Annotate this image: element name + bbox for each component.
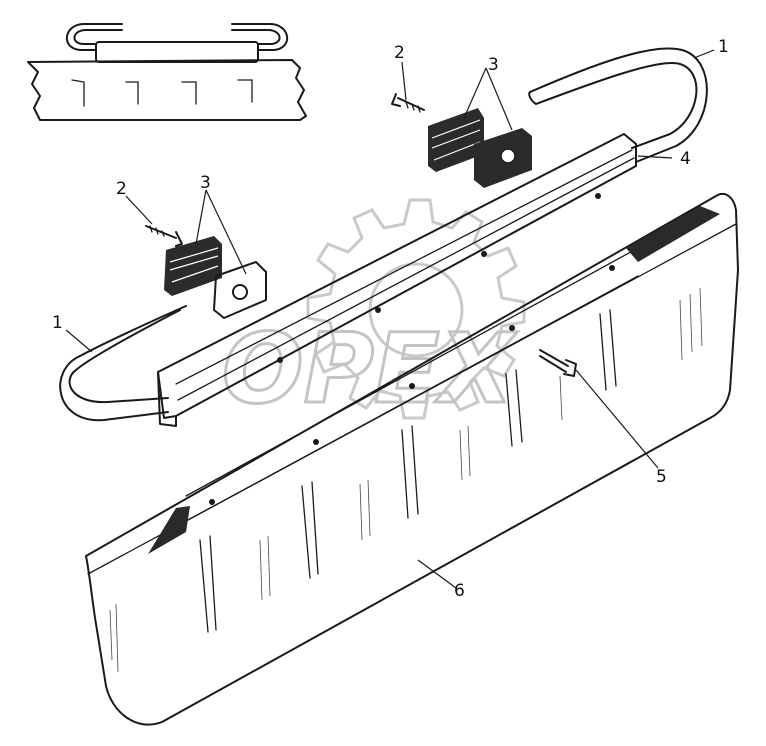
callout-1-right: 1 [718,37,729,57]
callout-3-right: 3 [488,55,499,75]
inset-handle-rod [65,23,289,63]
callout-3-left: 3 [200,173,211,193]
mudflap-ribs [199,309,617,633]
callout-labels: 1 1 2 2 3 3 4 5 6 [52,37,729,601]
callout-1-left: 1 [52,313,63,333]
clamp-blocks-right-part-3 [428,108,532,188]
mudflap-shading [109,287,703,673]
callout-5: 5 [656,467,667,487]
bracket-holes [277,193,601,363]
screw-right-part-2 [391,93,425,113]
handle-rod-part-1 [59,47,708,422]
callout-2-left: 2 [116,179,127,199]
watermark-text: OPEX [222,313,518,425]
callout-4: 4 [680,149,691,169]
mudflap-part-6 [85,192,739,726]
screw-left-part-2 [145,225,183,247]
inset-detail-view [27,23,307,121]
callout-2-right: 2 [394,43,405,63]
clamp-blocks-left-part-3 [164,236,267,319]
mudflap-mounting-holes [209,265,615,505]
leader-lines [65,49,715,589]
opex-watermark-logo: OPEX [221,198,526,427]
bolt-part-5 [539,349,577,377]
callout-6: 6 [454,581,465,601]
